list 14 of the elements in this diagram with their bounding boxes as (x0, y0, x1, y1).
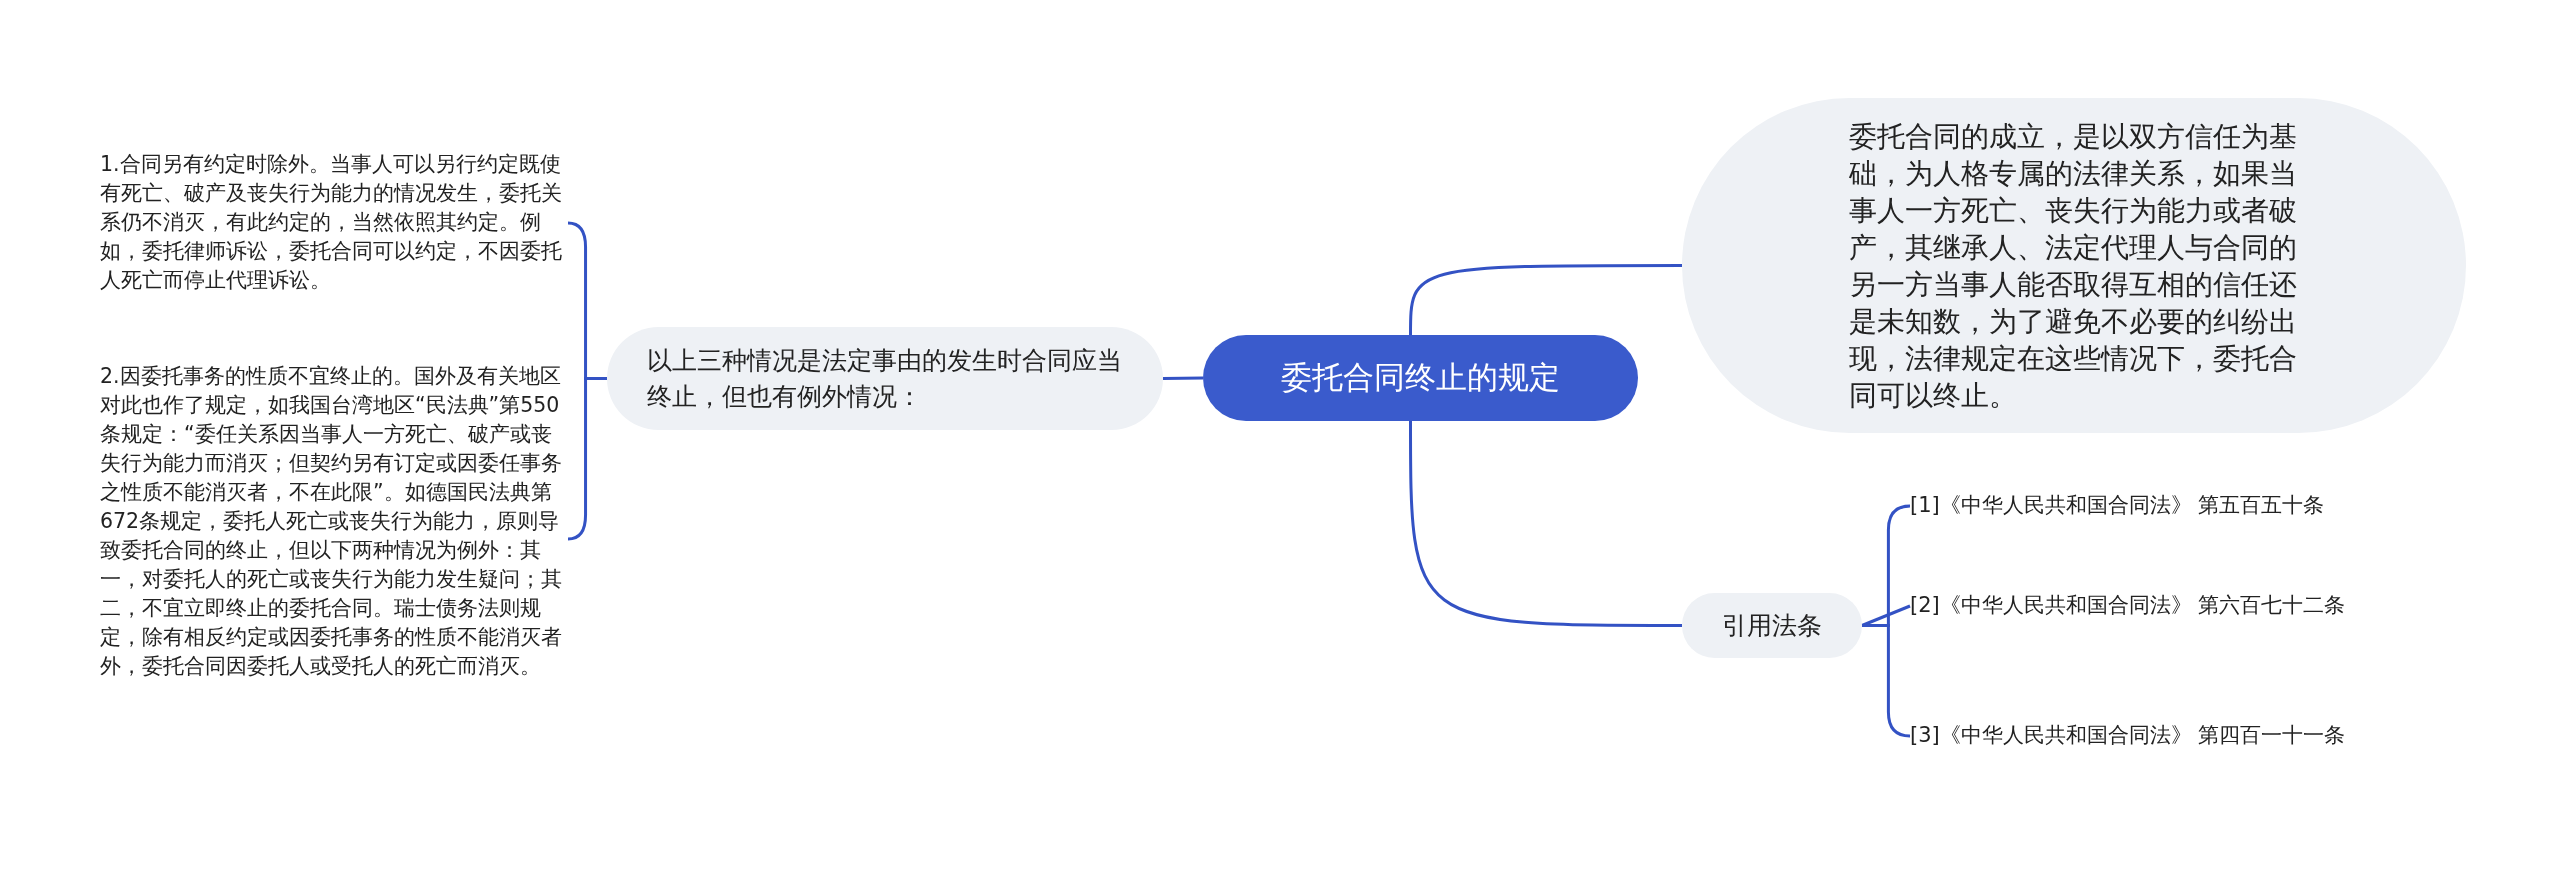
connector-line (567, 377, 607, 541)
reference-text: [1]《中华人民共和国合同法》 第五百五十条 (1910, 492, 2325, 519)
topic-text: 委托合同的成立，是以双方信任为基础，为人格专属的法律关系，如果当事人一方死亡、丧失行为能力或者破产，其继承人、法定代理人与合同的另一方当事人能否取得互相的信任还是未知数，为了避免不必要的纠纷出现，法律规定在这些情况下，委托合同可以终止。 (1849, 118, 2298, 414)
reference-text: [3]《中华人民共和国合同法》 第四百一十一条 (1910, 722, 2346, 749)
topic-text: 委托合同终止的规定 (1281, 358, 1560, 397)
topic-text: 以上三种情况是法定事由的发生时合同应当终止，但也有例外情况： (647, 344, 1123, 413)
topic-text: 1.合同另有约定时除外。当事人可以另行约定既使有死亡、破产及丧失行为能力的情况发生，委托关系仍不消灭，有此约定的，当然依照其约定。例如，委托律师诉讼，委托合同可以约定，不因委托人死亡而停止代理诉讼。 (100, 151, 563, 294)
connector-line (1162, 376, 1204, 380)
connector-line (1409, 421, 1682, 627)
connector-line (1861, 604, 1911, 627)
topic-text: 2.因委托事务的性质不宜终止的。国外及有关地区对此也作了规定，如我国台湾地区“民法典”第550条规定：“委任关系因当事人一方死亡、破产或丧失行为能力而消灭；但契约另有订定或因委任事务之性质不能消灭者，不在此限”。如德国民法典第672条规定，委托人死亡或丧失行为能力，原则导致委托合同的终止，但以下两种情况为例外：其一，对委托人的死亡或丧失行为能力发生疑问；其二，不宜立即终止的委托合同。瑞士债务法则规定，除有相反约定或因委托事务的性质不能消灭者外，委托合同因委托人或受托人的死亡而消灭。 (100, 363, 563, 680)
topic-text: 引用法条 (1722, 609, 1822, 642)
connector-line (1409, 264, 1682, 335)
reference-text: [2]《中华人民共和国合同法》 第六百七十二条 (1910, 592, 2346, 619)
